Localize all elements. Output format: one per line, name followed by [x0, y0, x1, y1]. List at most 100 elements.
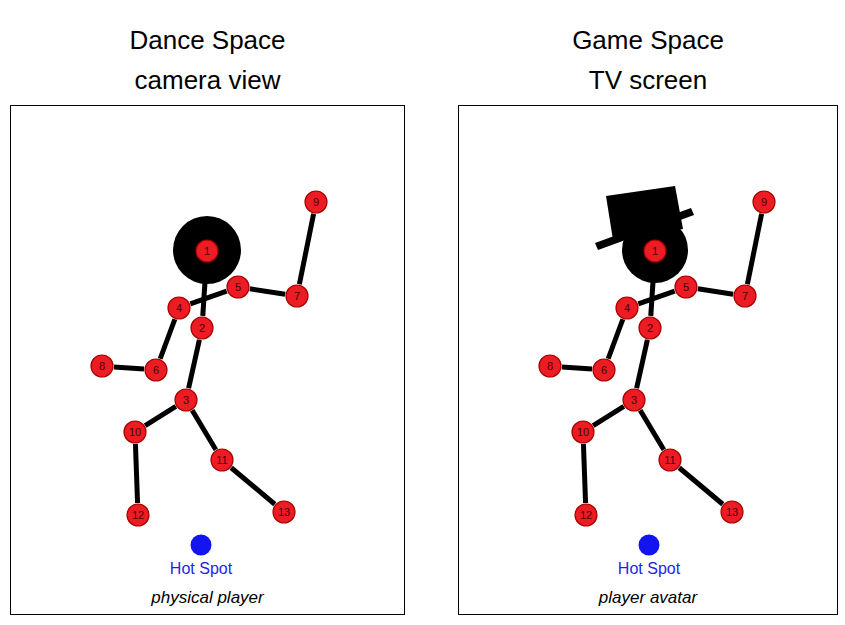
- joint-circle: [191, 317, 213, 339]
- callout-number: 12: [126, 503, 150, 527]
- joint-circle: [168, 297, 190, 319]
- joint-marker: 11: [658, 448, 682, 472]
- joint-marker: 6: [144, 358, 168, 382]
- callout-number: 8: [90, 354, 114, 378]
- callout-number: 11: [210, 448, 234, 472]
- joint-circle: [616, 297, 638, 319]
- skeleton-bone: [192, 410, 216, 449]
- joint-marker: 5: [674, 275, 698, 299]
- caption-wrap: player avatar: [458, 587, 838, 609]
- callout-number: 5: [674, 275, 698, 299]
- joint-circle: [721, 501, 743, 523]
- joint-circle: [623, 389, 645, 411]
- joint-marker: 7: [285, 284, 309, 308]
- callout-number: 13: [720, 500, 744, 524]
- top-hat-brim: [595, 208, 694, 250]
- skeleton-bone: [562, 367, 592, 369]
- skeleton-bone: [135, 444, 137, 503]
- skeleton-bone: [160, 319, 175, 358]
- joint-marker: 6: [592, 358, 616, 382]
- joint-marker: 12: [126, 503, 150, 527]
- joint-circle: [539, 355, 561, 377]
- joint-circle: [286, 285, 308, 307]
- callout-number: 2: [190, 316, 214, 340]
- joint-marker: 13: [720, 500, 744, 524]
- skeleton-bone: [250, 289, 285, 294]
- joint-circle: [644, 240, 666, 262]
- callout-number: 7: [285, 284, 309, 308]
- callout-number: 9: [752, 190, 776, 214]
- skeleton-bone: [679, 468, 723, 505]
- joint-circle: [572, 421, 594, 443]
- callout-number: 2: [638, 316, 662, 340]
- skeleton-bone: [203, 263, 206, 316]
- joint-circle: [753, 191, 775, 213]
- joint-marker: 7: [733, 284, 757, 308]
- joint-circle: [211, 449, 233, 471]
- joint-circle: [273, 501, 295, 523]
- joint-marker: 8: [538, 354, 562, 378]
- joint-circle: [124, 421, 146, 443]
- joint-circle: [734, 285, 756, 307]
- joint-marker: 2: [190, 316, 214, 340]
- joint-marker: 5: [226, 275, 250, 299]
- joint-circle: [575, 504, 597, 526]
- callout-number: 1: [643, 239, 667, 263]
- joint-circle: [145, 359, 167, 381]
- skeleton-bone: [231, 468, 275, 505]
- joint-circle: [227, 276, 249, 298]
- joint-marker: 2: [638, 316, 662, 340]
- joint-circle: [196, 240, 218, 262]
- skeleton-bone: [190, 291, 226, 304]
- hot-spot: Hot Spot: [146, 534, 256, 581]
- skeleton-bone: [637, 340, 648, 389]
- panel-caption: physical player: [151, 587, 263, 609]
- panel-caption: player avatar: [599, 587, 697, 609]
- panel-title: Dance Space camera view: [113, 0, 303, 100]
- callout-number: 1: [195, 239, 219, 263]
- joint-marker: 1: [643, 239, 667, 263]
- hot-spot-dot-shape: [190, 534, 212, 556]
- hot-spot-label: Hot Spot: [146, 534, 256, 581]
- caption-wrap: physical player: [10, 587, 405, 609]
- callout-number: 3: [622, 388, 646, 412]
- view-panel: Game Space TV screenplayer avatar1234567…: [458, 0, 838, 615]
- view-panel: Dance Space camera viewphysical player12…: [10, 0, 405, 615]
- joint-marker: 11: [210, 448, 234, 472]
- joint-circle: [91, 355, 113, 377]
- joint-circle: [593, 359, 615, 381]
- skeleton-bone: [608, 319, 623, 358]
- hot-spot-dot-shape: [638, 534, 660, 556]
- skeleton-bone: [299, 214, 313, 284]
- joint-marker: 10: [123, 420, 147, 444]
- joint-marker: 4: [167, 296, 191, 320]
- callout-number: 10: [123, 420, 147, 444]
- joint-circle: [675, 276, 697, 298]
- callout-number: 6: [144, 358, 168, 382]
- hot-spot-dot: [639, 535, 660, 556]
- callout-number: 3: [174, 388, 198, 412]
- joint-marker: 3: [622, 388, 646, 412]
- panel-title: Game Space TV screen: [553, 0, 743, 100]
- callout-number: 7: [733, 284, 757, 308]
- joint-marker: 4: [615, 296, 639, 320]
- joint-circle: [639, 317, 661, 339]
- joint-marker: 3: [174, 388, 198, 412]
- callout-number: 4: [167, 296, 191, 320]
- callout-number: 12: [574, 503, 598, 527]
- joint-circle: [659, 449, 681, 471]
- hot-spot-label: Hot Spot: [594, 534, 704, 581]
- joint-marker: 1: [195, 239, 219, 263]
- joint-marker: 13: [272, 500, 296, 524]
- joint-circle: [305, 191, 327, 213]
- skeleton-bone: [651, 263, 654, 316]
- joint-circle: [175, 389, 197, 411]
- joint-marker: 10: [571, 420, 595, 444]
- callout-number: 10: [571, 420, 595, 444]
- joint-circle: [127, 504, 149, 526]
- callout-number: 5: [226, 275, 250, 299]
- joint-marker: 12: [574, 503, 598, 527]
- skeleton-bone: [638, 291, 674, 304]
